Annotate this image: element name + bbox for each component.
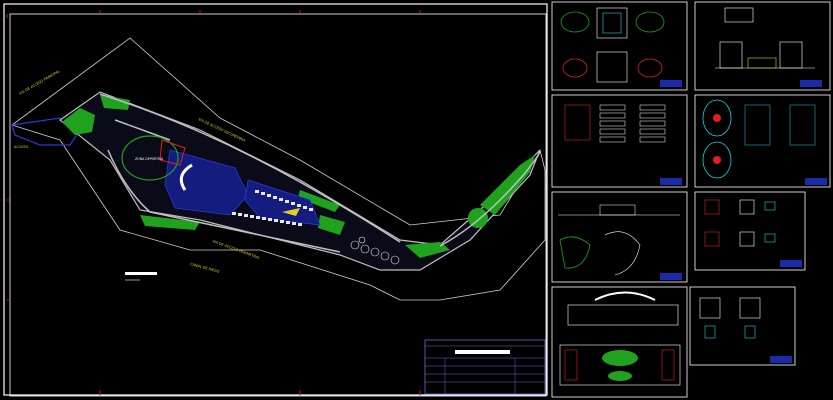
main-site-plan-sheet: VIA DE ACCESO PRINCIPAL VIA DE ACCESO SE…: [3, 3, 548, 397]
sheet-elevations: [694, 1, 831, 91]
road-label-south-2: CANAL DE RIEGO: [190, 262, 220, 274]
main-sheet-inner-frame: [9, 13, 547, 397]
sheet-sections: [551, 191, 688, 283]
zone-sport-label: ZONA DEPORTIVA: [135, 157, 164, 161]
sheet-details: [694, 191, 806, 271]
sheet-floor-plan-b: [551, 94, 688, 188]
housing-blocks: [232, 190, 313, 226]
housing-zones: [164, 149, 321, 226]
sheet-floor-plan-a: [551, 1, 688, 91]
main-sheet-frame: [3, 3, 548, 396]
access-zone: [11, 117, 81, 146]
green-areas: [62, 95, 535, 258]
tree-clusters: [350, 236, 400, 265]
sheet-building-plan: [551, 286, 688, 398]
title-block-heading-bar: [455, 350, 510, 354]
scale-bar: [125, 272, 157, 275]
frame-ticks: [6, 10, 421, 396]
road-label-north: VIA DE ACCESO PRINCIPAL: [19, 69, 61, 96]
red-parcel: [159, 139, 186, 166]
sheet-building-details: [689, 286, 796, 366]
access-label: ACCESO: [14, 145, 29, 149]
sheet-floor-plan-c: [694, 94, 831, 188]
title-block: [424, 339, 546, 395]
white-arc: [179, 163, 193, 191]
yellow-marker: [282, 208, 300, 216]
site-outer-boundary: [11, 37, 546, 301]
internal-roads: [99, 93, 541, 253]
sport-zone-outline: [121, 135, 179, 181]
